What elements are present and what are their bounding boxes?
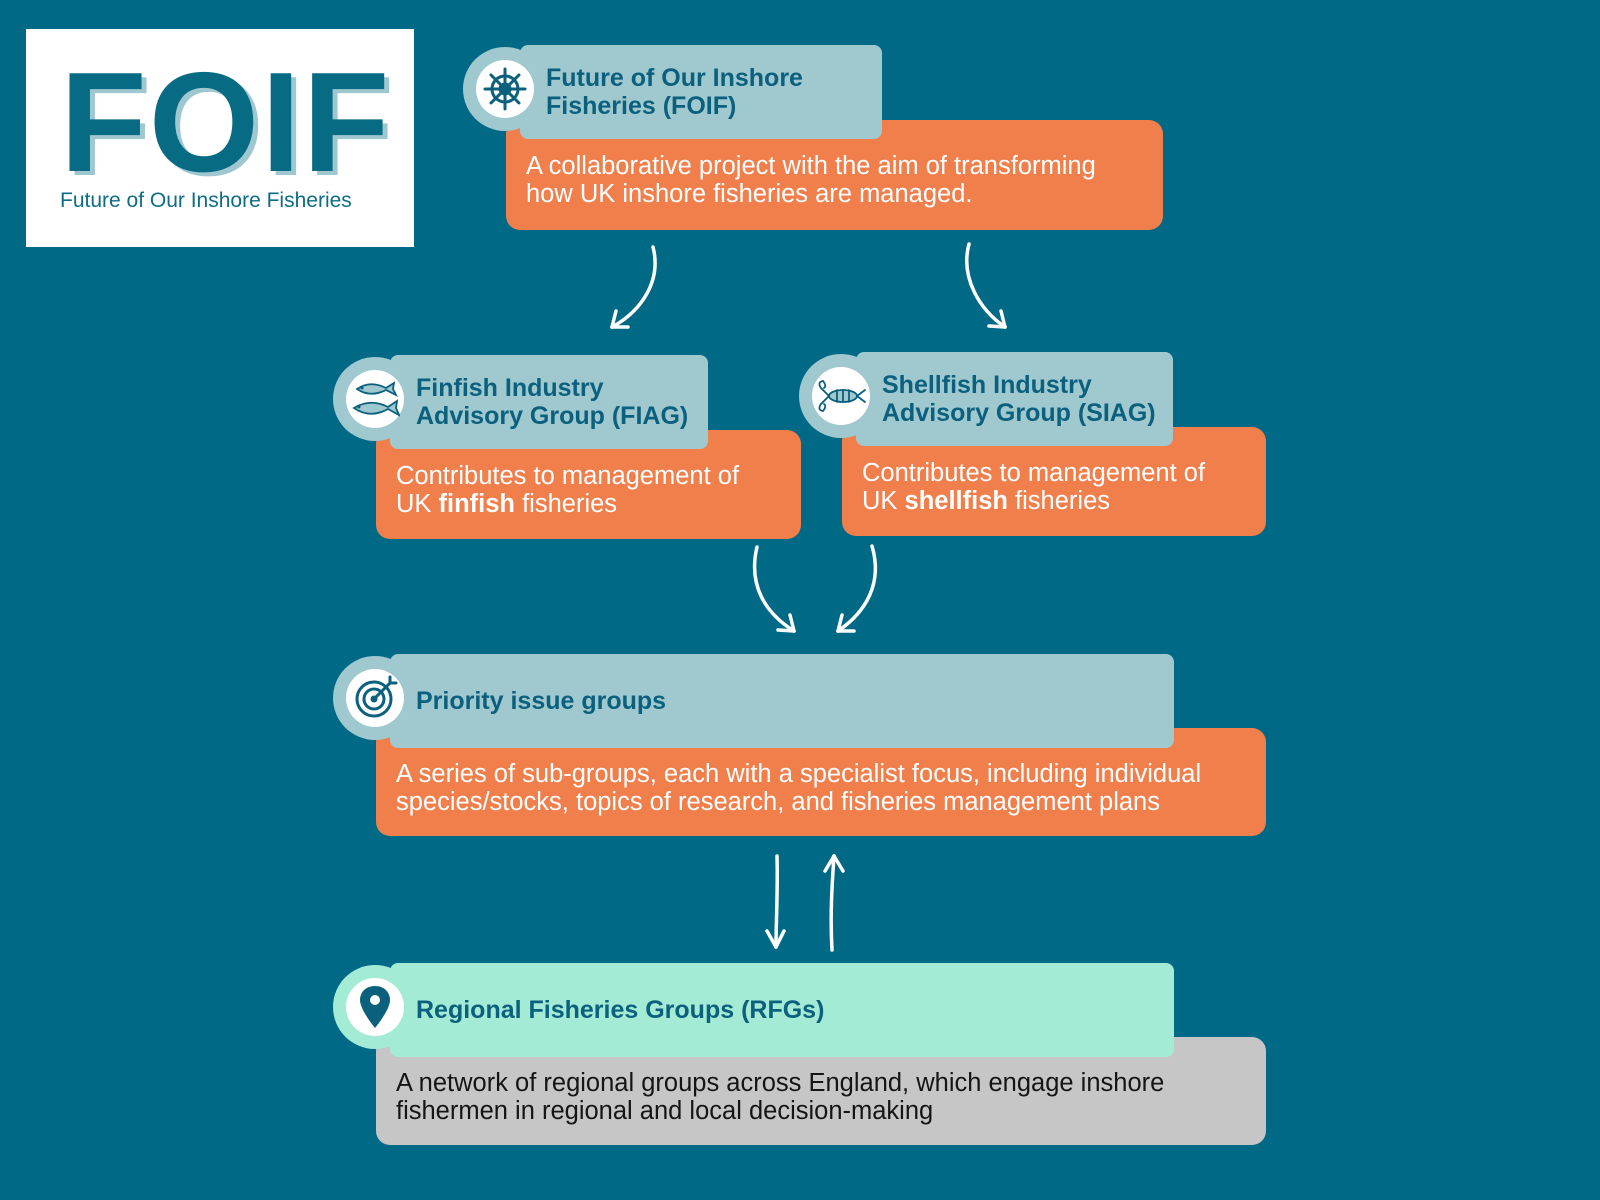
fiag-description-suffix: fisheries <box>515 490 618 518</box>
target-icon <box>355 675 398 718</box>
fiag-description-prefix: Contributes to management of UK <box>396 462 740 518</box>
siag-title: Shellfish Industry Advisory Group (SIAG) <box>856 352 1173 446</box>
siag-description-suffix: fisheries <box>1007 487 1111 515</box>
location-pin-icon <box>360 986 390 1028</box>
fiag-node: Finfish Industry Advisory Group (FIAG) C… <box>333 355 801 539</box>
logo-subtitle: Future of Our Inshore Fisheries <box>60 189 352 212</box>
siag-icon-badge <box>799 354 883 438</box>
foif-logo: FOIF Future of Our Inshore Fisheries <box>26 29 414 247</box>
logo-mark: FOIF <box>60 43 392 202</box>
priority-issue-groups-node: Priority issue groups A series of sub-gr… <box>333 654 1266 836</box>
rfg-title: Regional Fisheries Groups (RFGs) <box>390 963 1174 1057</box>
ship-wheel-icon <box>483 67 527 111</box>
lobster-icon <box>818 380 866 412</box>
priority-title: Priority issue groups <box>390 654 1174 748</box>
siag-node: Shellfish Industry Advisory Group (SIAG)… <box>799 352 1266 536</box>
fiag-title: Finfish Industry Advisory Group (FIAG) <box>390 355 708 449</box>
siag-description-prefix: Contributes to management of UK <box>862 459 1206 515</box>
fiag-icon-badge <box>333 357 417 441</box>
priority-icon-badge <box>333 656 417 740</box>
foif-title: Future of Our Inshore Fisheries (FOIF) <box>520 45 882 139</box>
siag-description: Contributes to management of UK shellfis… <box>842 427 1266 536</box>
rfg-node: Regional Fisheries Groups (RFGs) A netwo… <box>333 963 1266 1145</box>
fiag-description-bold: finfish <box>438 490 516 518</box>
foif-node: Future of Our Inshore Fisheries (FOIF) A… <box>463 45 1163 230</box>
fish-icon <box>352 381 400 417</box>
siag-description-bold: shellfish <box>904 487 1008 515</box>
foif-icon-badge <box>463 47 547 131</box>
rfg-icon-badge <box>333 965 417 1049</box>
